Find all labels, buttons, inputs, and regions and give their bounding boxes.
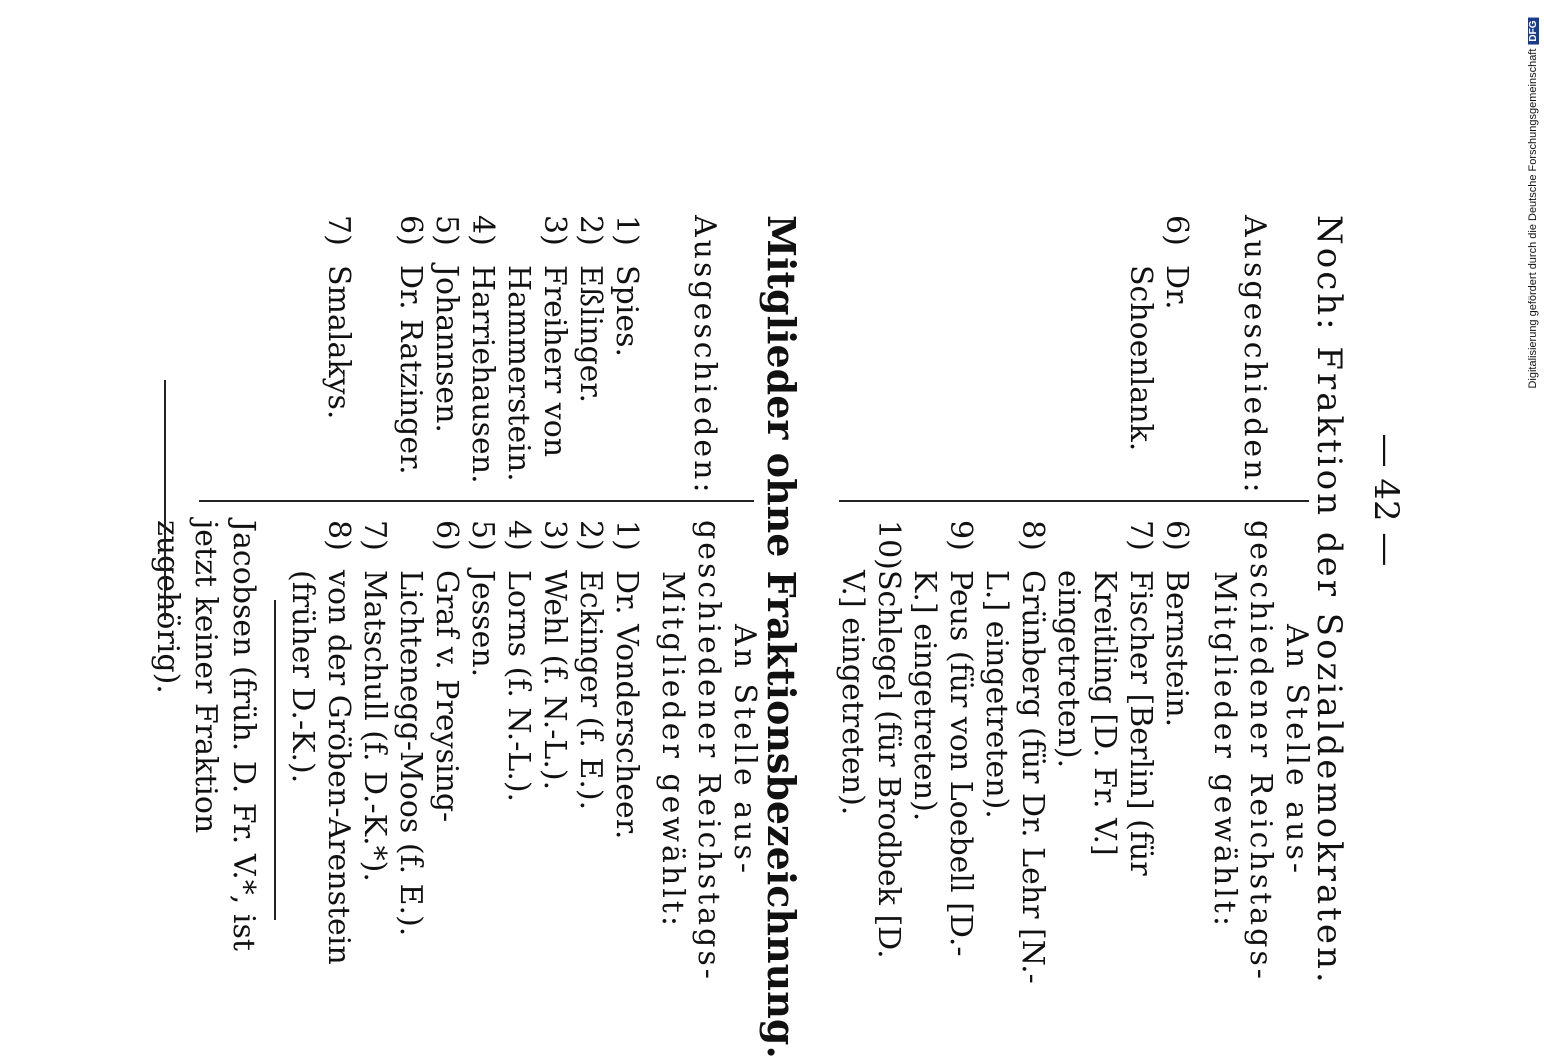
page: — 42 — Noch: Fraktion der Sozialdemokrat… <box>150 215 1406 1059</box>
section2-divider <box>199 500 754 502</box>
section1-right-header-line2: geschiedener Reichstags- <box>1243 520 1278 982</box>
list-item: 1) Dr. Vonderscheer. <box>609 520 644 840</box>
section2-right-header: An Stelle aus- geschiedener Reichstags- … <box>654 520 762 982</box>
section1-heading: Noch: Fraktion der Sozialdemokraten. <box>1309 215 1349 986</box>
section1-divider <box>839 500 1309 502</box>
dfg-logo: DFG <box>1528 17 1539 45</box>
list-item: 7) Matschull (f. D.-K.*). <box>357 520 392 882</box>
dfg-credit: Digitalisierung gefördert durch die Deut… <box>1522 8 1544 398</box>
list-item: 9) Peus (für von Loebell [D.-K.] eingetr… <box>907 520 978 957</box>
section2-left-header: Ausgeschieden: <box>687 215 722 496</box>
note-separator <box>274 600 276 920</box>
list-item: 5) Johannsen. <box>429 215 464 433</box>
section2-heading: Mitglieder ohne Fraktionsbezeichnung. <box>759 215 804 1059</box>
list-item: 1) Spies. <box>609 215 644 358</box>
section1-right-list: 6) Bernstein. 7) Fischer [Berlin] (für K… <box>834 520 1194 990</box>
section2-right-header-line3: Mitglieder gewählt: <box>655 571 690 929</box>
section1-left-list: 6) Dr. Schoenlank. <box>1122 215 1194 485</box>
list-item: 8) Grünberg (für Dr. Lehr [N.-L.] einget… <box>979 520 1050 984</box>
section2-left-list: 1) Spies. 2) Eßlinger. 3) Freiherr von H… <box>320 215 644 495</box>
section1-left-header: Ausgeschieden: <box>1237 215 1272 496</box>
list-item: 7) Smalakys. <box>321 215 356 420</box>
list-item: 7) Fischer [Berlin] (für Kreitling [D. F… <box>1051 520 1158 876</box>
list-item: 2) Eckinger (f. E.). <box>573 520 608 811</box>
section2-right-header-line1: An Stelle aus- <box>727 623 762 877</box>
list-item: 4) Harriehausen. <box>465 215 500 484</box>
list-item: 3) Freiherr von Hammerstein. <box>501 215 572 482</box>
list-item: 6) Dr. Ratzinger. <box>393 215 428 475</box>
list-item: 6) Graf v. Preysing-Lichtenegg-Moos (f. … <box>393 520 464 937</box>
section1-right-header: An Stelle aus- geschiedener Reichstags- … <box>1206 520 1314 982</box>
end-rule <box>164 380 166 620</box>
credit-text: Digitalisierung gefördert durch die Deut… <box>1527 48 1539 389</box>
page-number: — 42 — <box>1366 433 1406 567</box>
list-item: 4) Lorns (f. N.-L.). <box>501 520 536 803</box>
list-item: 2) Eßlinger. <box>573 215 608 403</box>
section2-right-list: 1) Dr. Vonderscheer. 2) Eckinger (f. E.)… <box>284 520 644 990</box>
section2-right-header-line2: geschiedener Reichstags- <box>691 520 726 982</box>
section1-right-header-line1: An Stelle aus- <box>1279 623 1314 877</box>
section1-right-header-line3: Mitglieder gewählt: <box>1207 571 1242 929</box>
list-item: 8) von der Gröben-Arenstein (früher D.-K… <box>285 520 356 965</box>
list-item: 5) Jessen. <box>465 520 500 678</box>
list-item: 10) Schlegel (für Brodbek [D. V.] einget… <box>835 520 906 959</box>
list-item: 6) Bernstein. <box>1159 520 1194 728</box>
list-item: 6) Dr. Schoenlank. <box>1123 215 1194 452</box>
list-item: 3) Wehl (f. N.-L.). <box>537 520 572 791</box>
